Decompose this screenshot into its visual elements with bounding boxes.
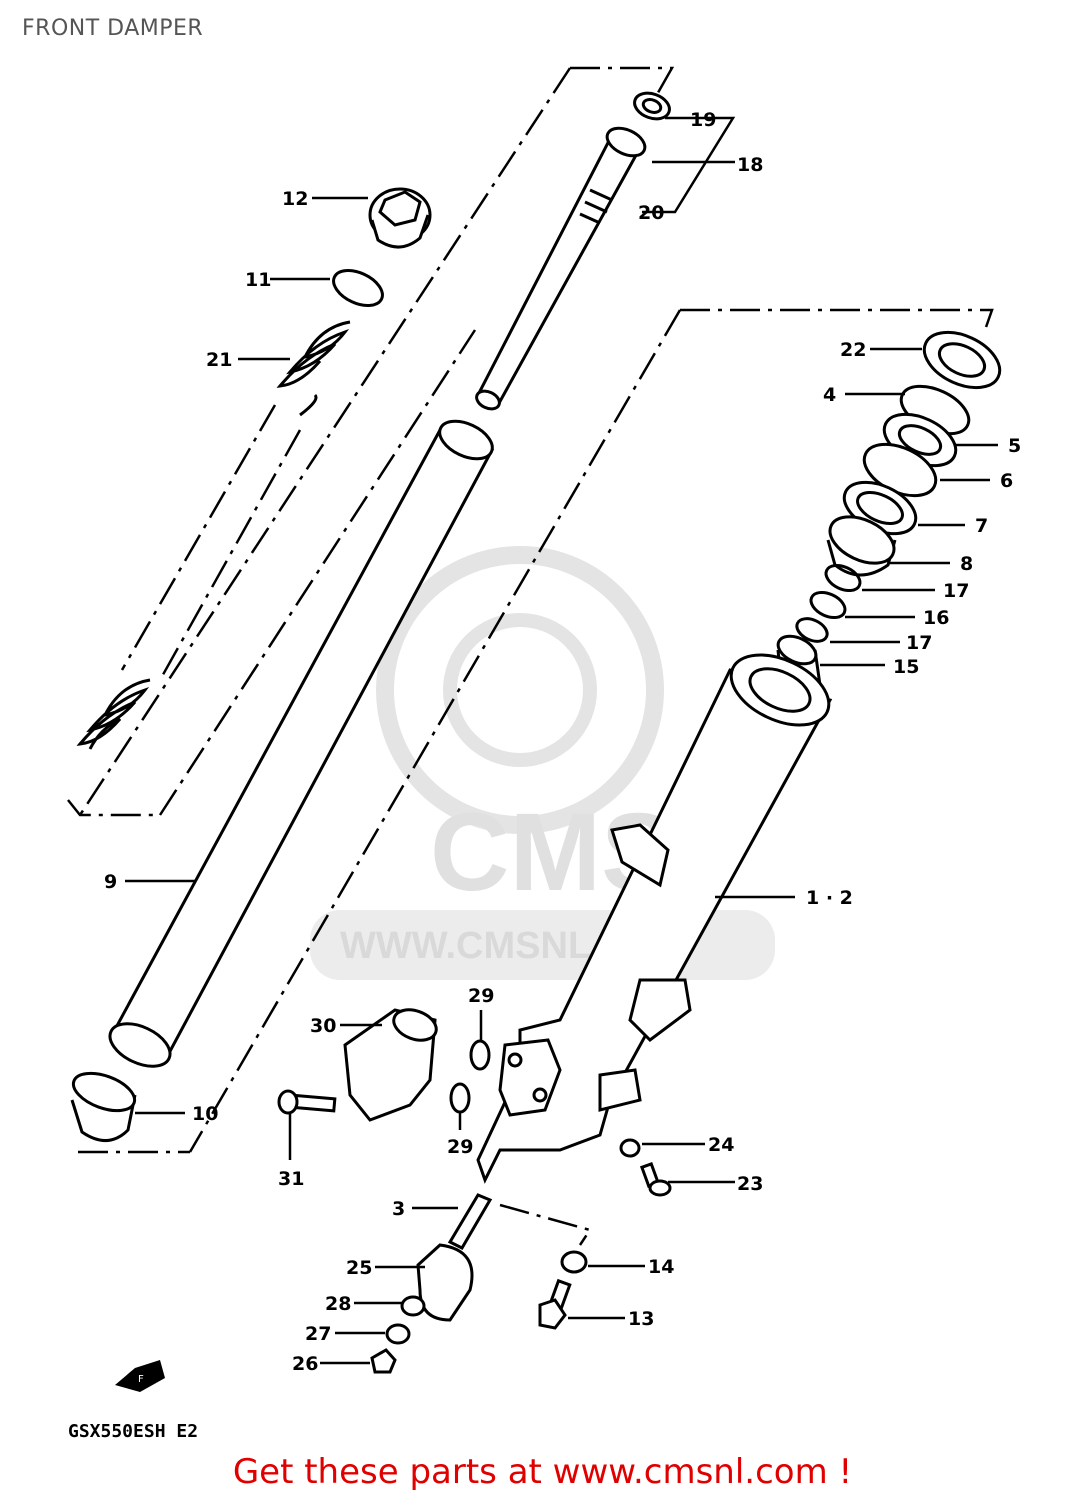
callout-12: 12 [282, 188, 308, 210]
leader-lines [125, 116, 998, 1365]
callout-11: 11 [245, 269, 271, 291]
part-27-lock-washer [385, 1323, 411, 1345]
part-16-piston-ring [809, 590, 847, 620]
callout-27: 27 [305, 1323, 331, 1345]
callout-26: 26 [292, 1353, 318, 1375]
part-17-ring-upper [824, 563, 862, 593]
part-29-washer-lower [449, 1082, 471, 1114]
callout-5: 5 [1008, 435, 1021, 457]
callout-4: 4 [823, 384, 836, 406]
callout-25: 25 [346, 1257, 372, 1279]
part-9-inner-tube [108, 419, 495, 1068]
callout-9: 9 [104, 871, 117, 893]
front-direction-arrow-icon: F [115, 1360, 165, 1392]
callout-23: 23 [737, 1173, 763, 1195]
callout-21: 21 [206, 349, 232, 371]
callout-1-2: 1 · 2 [806, 887, 853, 909]
callout-6: 6 [1000, 470, 1013, 492]
callout-15: 15 [893, 656, 919, 678]
part-28-washer [400, 1295, 426, 1317]
part-26-nut [370, 1348, 397, 1374]
callout-7: 7 [975, 515, 988, 537]
part-12-cap-bolt [368, 187, 432, 249]
part-21-spring [76, 320, 351, 750]
part-23-drain-screw [639, 1161, 672, 1197]
callout-20: 20 [638, 202, 664, 224]
part-3-stud [447, 1193, 493, 1250]
callout-22: 22 [840, 339, 866, 361]
callout-19: 19 [690, 109, 716, 131]
callout-16: 16 [923, 607, 949, 629]
part-25-axle-cap [416, 1243, 474, 1322]
callout-28: 28 [325, 1293, 351, 1315]
callout-10: 10 [192, 1103, 218, 1125]
part-24-gasket [619, 1138, 641, 1158]
part-19-seal [633, 91, 671, 121]
callout-24: 24 [708, 1134, 734, 1156]
part-1-2-outer-tube [476, 653, 833, 1184]
callout-29b: 29 [447, 1136, 473, 1158]
callout-14: 14 [648, 1256, 674, 1278]
part-22-dust-seal [922, 330, 1002, 390]
part-8-guide-bushing [826, 515, 897, 577]
callout-18: 18 [737, 154, 763, 176]
model-code: GSX550ESH E2 [68, 1421, 198, 1442]
callouts: 19 18 20 12 11 21 22 4 5 6 7 8 17 16 17 … [104, 109, 1021, 1375]
page-title: FRONT DAMPER [22, 16, 204, 41]
part-11-o-ring [332, 269, 384, 307]
callout-30: 30 [310, 1015, 336, 1037]
callout-8: 8 [960, 553, 973, 575]
part-14-washer [560, 1250, 588, 1274]
part-29-washer-upper [469, 1039, 491, 1071]
part-17-ring-lower [795, 617, 829, 643]
callout-17a: 17 [943, 580, 969, 602]
part-10-bushing [70, 1071, 137, 1142]
group-bracket-inner-tube [67, 66, 675, 817]
part-18-damper-rod [475, 126, 647, 411]
part-30-axle-holder [343, 1008, 438, 1122]
callout-3: 3 [392, 1198, 405, 1220]
part-13-bolt [538, 1278, 572, 1330]
part-31-bolt [277, 1089, 337, 1115]
callout-13: 13 [628, 1308, 654, 1330]
spring-dashline [120, 404, 302, 681]
callout-31: 31 [278, 1168, 304, 1190]
svg-text:F: F [138, 1374, 144, 1385]
callout-29a: 29 [468, 985, 494, 1007]
callout-17b: 17 [906, 632, 932, 654]
group-bracket-damper [78, 308, 994, 1246]
footer-parts-link[interactable]: Get these parts at www.cmsnl.com ! [232, 1452, 853, 1492]
